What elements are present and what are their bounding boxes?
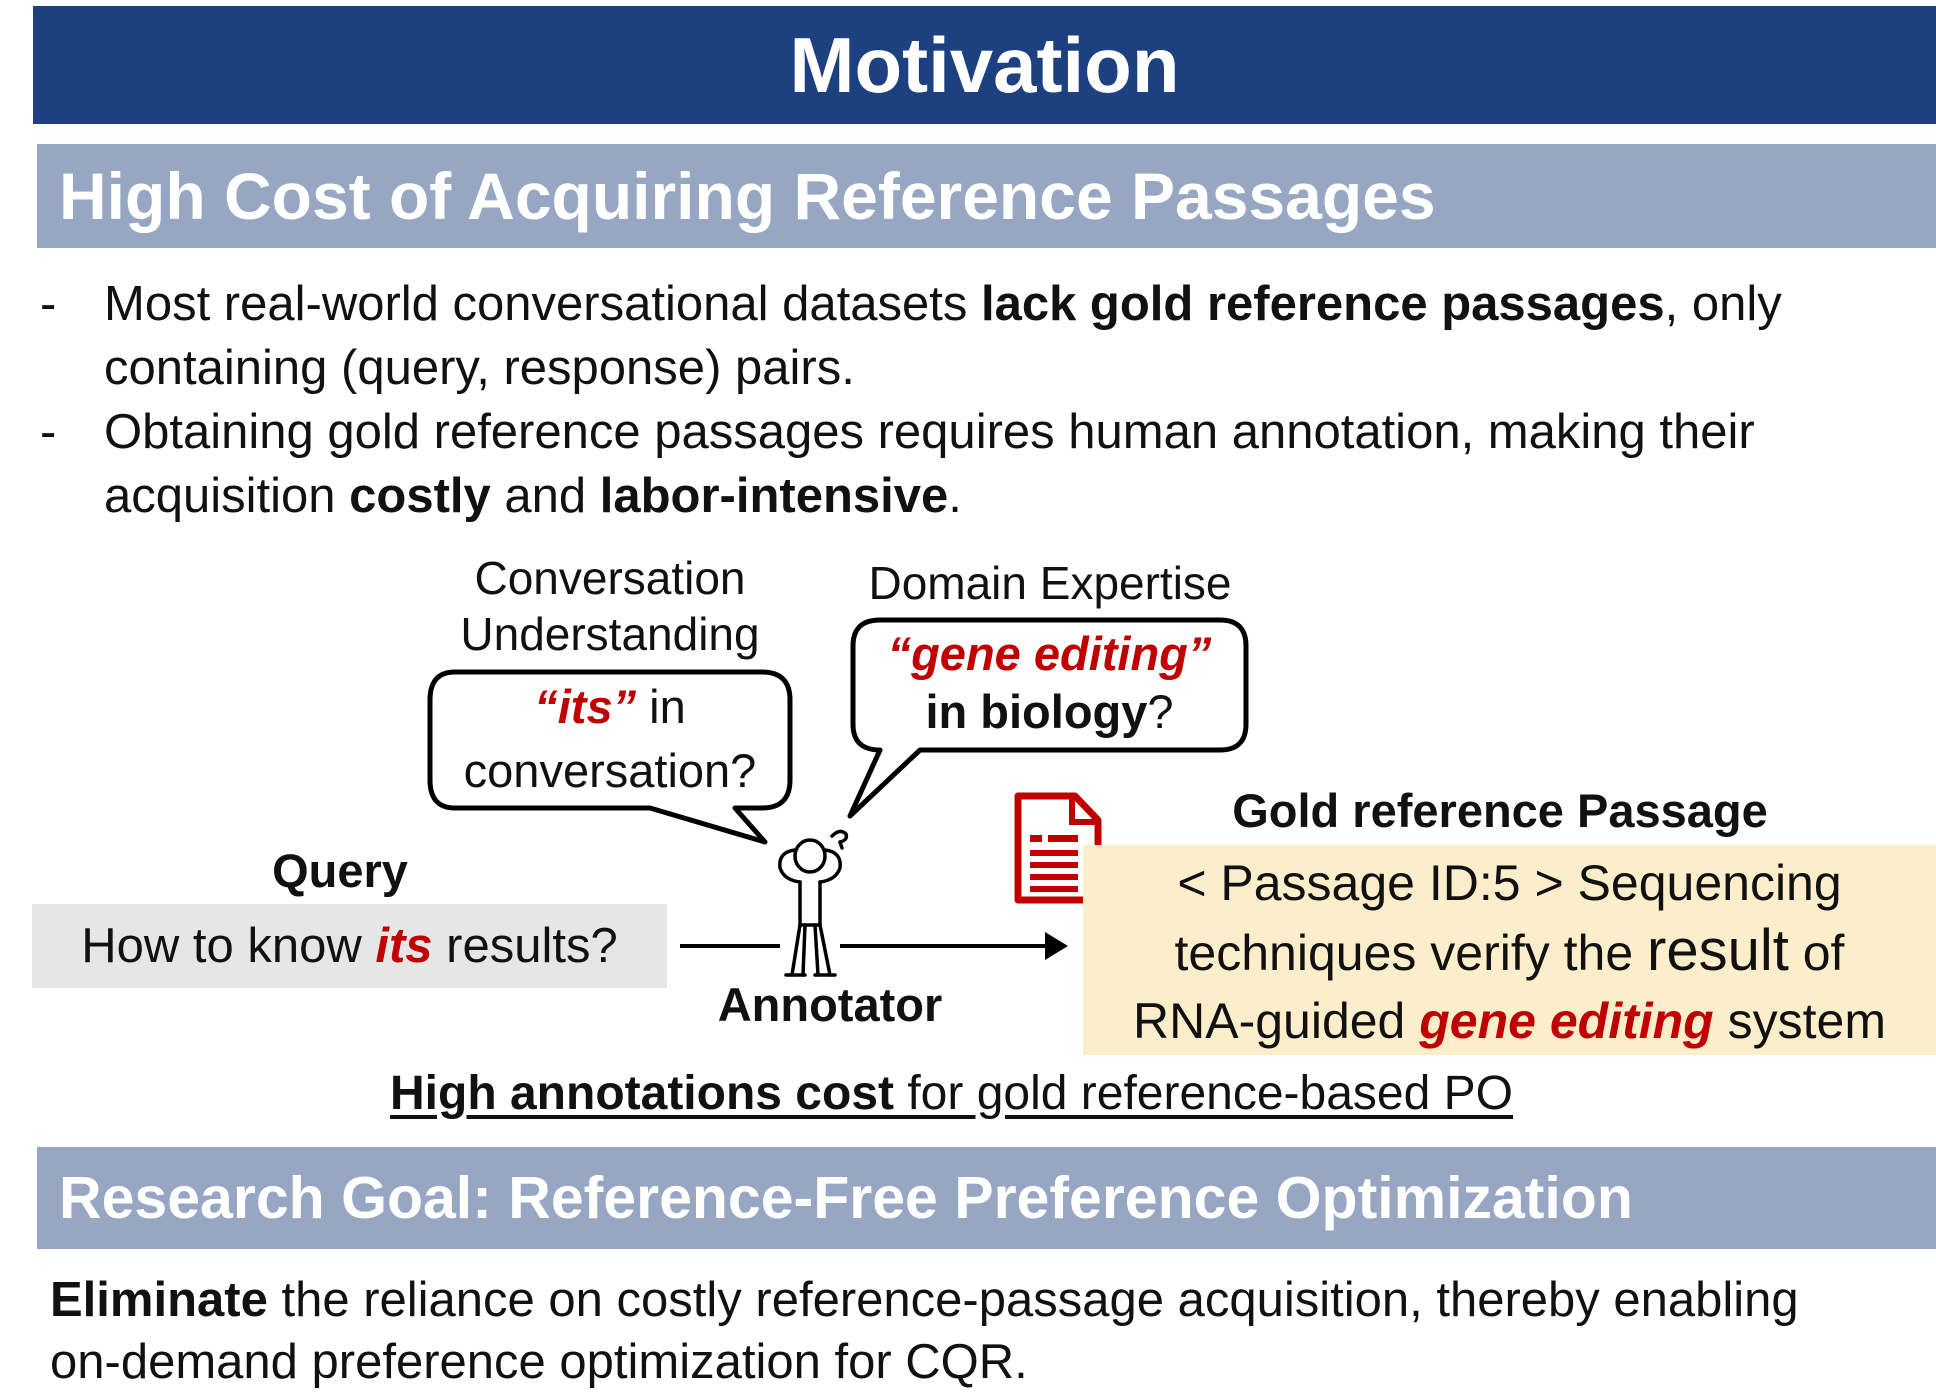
bullet-text: Most real-world conversational datasets bbox=[104, 277, 981, 331]
goal-line-2: on-demand preference optimization for CQ… bbox=[50, 1335, 1028, 1389]
annotator-person-icon bbox=[778, 829, 849, 977]
passage-highlight: gene editing bbox=[1419, 993, 1714, 1049]
bubble-domain-text: “gene editing” in biology? bbox=[853, 625, 1246, 741]
bullet-text: and bbox=[490, 469, 600, 523]
conversation-label-line: Conversation bbox=[474, 552, 746, 604]
arrow-icon bbox=[1045, 932, 1068, 960]
passage-box: < Passage ID:5 > Sequencing techniques v… bbox=[1083, 845, 1936, 1055]
bubble-text: in bbox=[636, 680, 686, 733]
goal-emphasis: Eliminate bbox=[50, 1273, 268, 1327]
query-text: results? bbox=[432, 919, 618, 973]
query-highlight: its bbox=[375, 919, 433, 973]
passage-line: techniques verify the result of bbox=[1083, 917, 1936, 987]
bullet-text: Obtaining gold reference passages requir… bbox=[104, 405, 1755, 459]
bullet-emphasis: labor-intensive bbox=[599, 469, 949, 523]
bullet-1-line-2: containing (query, response) pairs. bbox=[0, 336, 1936, 400]
bubble-line: in biology? bbox=[853, 683, 1246, 741]
passage-text: RNA-guided bbox=[1133, 993, 1420, 1049]
bubble-highlight: “gene editing” bbox=[887, 627, 1212, 680]
bubble-highlight: “its” bbox=[534, 680, 637, 733]
annotator-label: Annotator bbox=[717, 978, 943, 1031]
cost-caption: High annotations cost for gold reference… bbox=[390, 1062, 1650, 1126]
passage-line: RNA-guided gene editing system bbox=[1083, 987, 1936, 1055]
cost-text: for gold reference-based PO bbox=[894, 1067, 1514, 1120]
speech-bubble-domain bbox=[847, 617, 1249, 819]
bullet-text: . bbox=[948, 469, 962, 523]
document-icon bbox=[1014, 792, 1102, 904]
bullet-emphasis: lack gold reference passages bbox=[980, 277, 1665, 331]
title-banner: Motivation bbox=[33, 6, 1936, 124]
bullet-emphasis: costly bbox=[349, 469, 491, 523]
bullet-text: acquisition bbox=[104, 469, 350, 523]
bubble-text: ? bbox=[1147, 685, 1174, 738]
bullet-2-line-1: - Obtaining gold reference passages requ… bbox=[0, 400, 1936, 464]
bubble-line: “gene editing” bbox=[853, 625, 1246, 683]
bubble-conversation-text: “its” in conversation? bbox=[430, 675, 790, 803]
bullet-text: , only bbox=[1664, 277, 1782, 331]
gold-passage-label: Gold reference Passage bbox=[1232, 784, 1768, 837]
domain-expertise-label: Domain Expertise bbox=[868, 557, 1232, 609]
passage-line: < Passage ID:5 > Sequencing bbox=[1177, 855, 1842, 911]
goal-text: the reliance on costly reference-passage… bbox=[267, 1273, 1799, 1327]
speech-bubble-conversation bbox=[427, 669, 793, 845]
query-text: How to know bbox=[81, 919, 376, 973]
conversation-label: Conversation Understanding bbox=[430, 550, 790, 662]
cost-emphasis: High annotations cost bbox=[390, 1067, 894, 1120]
passage-text: system bbox=[1713, 993, 1886, 1049]
passage-emphasis: result bbox=[1647, 918, 1789, 983]
bullet-2-line-2: acquisition costly and labor-intensive. bbox=[0, 464, 1936, 528]
bubble-emphasis: in biology bbox=[925, 685, 1148, 738]
bubble-line: conversation? bbox=[463, 744, 757, 797]
conversation-label-line: Understanding bbox=[460, 608, 760, 660]
passage-text: of bbox=[1788, 925, 1845, 981]
bullet-dash: - bbox=[40, 405, 57, 459]
passage-text: techniques verify the bbox=[1174, 925, 1648, 981]
bullet-dash: - bbox=[40, 277, 57, 331]
goal-line-1: Eliminate the reliance on costly referen… bbox=[50, 1268, 1936, 1332]
bullet-1-line-1: - Most real-world conversational dataset… bbox=[0, 272, 1936, 336]
bullet-text: containing (query, response) pairs. bbox=[104, 341, 855, 395]
section-heading-goal: Research Goal: Reference-Free Preference… bbox=[37, 1147, 1936, 1249]
section-heading-cost: High Cost of Acquiring Reference Passage… bbox=[37, 144, 1936, 248]
bubble-line: “its” in bbox=[430, 675, 790, 739]
query-label: Query bbox=[272, 844, 408, 897]
query-box: How to know its results? bbox=[32, 904, 667, 988]
